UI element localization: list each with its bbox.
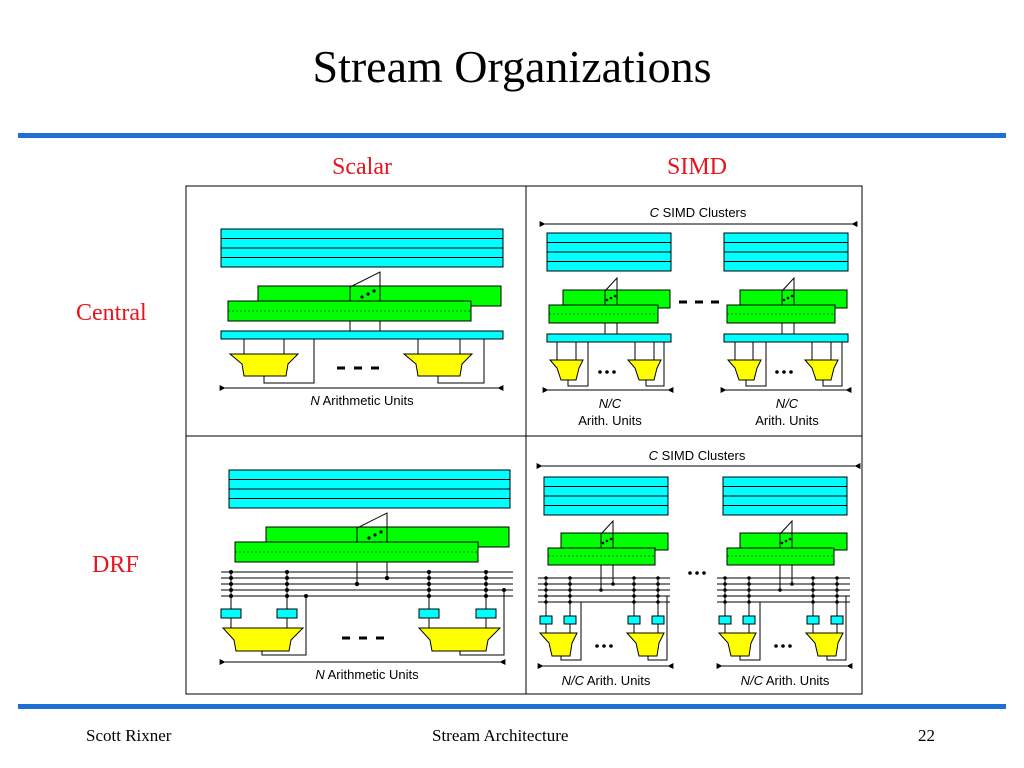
- simd-cluster: N/C Arith. Units: [542, 232, 674, 428]
- register-bar: [723, 333, 849, 343]
- simd-cluster: N/C Arith. Units: [716, 476, 853, 688]
- scalar-drf-panel: N Arithmetic Units: [219, 469, 513, 682]
- distributed-buses: [538, 577, 670, 603]
- switch: [548, 276, 671, 334]
- switch: [547, 519, 669, 592]
- arithmetic-unit: [548, 342, 589, 387]
- switch: [234, 512, 510, 587]
- row-header-central: Central: [76, 300, 147, 326]
- arithmetic-unit: [804, 576, 847, 661]
- simd-cluster: N/C Arith. Units: [720, 232, 852, 428]
- n-arithmetic-units-label: N Arithmetic Units: [310, 393, 414, 408]
- switch: [726, 276, 848, 334]
- switch: [227, 271, 502, 331]
- arithmetic-unit: [402, 339, 485, 384]
- ellipsis-dots: [595, 644, 613, 648]
- arithmetic-unit: [625, 576, 668, 661]
- arith-units-label: Arith. Units: [578, 413, 642, 428]
- distributed-buses: [717, 577, 850, 603]
- arith-units-label: Arith. Units: [755, 413, 819, 428]
- slide-title: Stream Organizations: [312, 41, 712, 92]
- register-file: [723, 232, 849, 272]
- simd-cluster: N/C Arith. Units: [537, 476, 674, 688]
- arithmetic-unit: [726, 342, 767, 387]
- arithmetic-unit: [220, 570, 308, 656]
- register-file: [722, 476, 848, 516]
- footer-page-number: 22: [918, 726, 935, 745]
- bottom-rule: [18, 704, 1006, 709]
- ellipsis-dots: [598, 370, 616, 374]
- arithmetic-unit: [803, 342, 843, 387]
- diagram-frame: [185, 185, 863, 695]
- column-header-scalar: Scalar: [332, 154, 392, 180]
- register-file: [543, 476, 669, 516]
- ellipsis-dots: [688, 571, 706, 575]
- scalar-central-panel: N Arithmetic Units: [219, 228, 504, 408]
- n-arithmetic-units-label: N Arithmetic Units: [315, 667, 419, 682]
- register-file: [220, 228, 504, 268]
- row-header-drf: DRF: [92, 552, 139, 578]
- ellipsis-dots: [774, 644, 792, 648]
- ellipsis-dots: [775, 370, 793, 374]
- c-simd-clusters-label: C SIMD Clusters: [649, 448, 746, 463]
- footer-author: Scott Rixner: [86, 726, 172, 745]
- c-simd-clusters-label: C SIMD Clusters: [650, 205, 747, 220]
- column-header-simd: SIMD: [667, 154, 728, 180]
- top-rule: [18, 133, 1006, 138]
- register-file: [228, 469, 511, 509]
- switch: [726, 519, 848, 592]
- n-over-c-arith-units-label: N/C Arith. Units: [562, 673, 651, 688]
- footer-course: Stream Architecture: [432, 726, 569, 745]
- arithmetic-unit: [717, 576, 761, 661]
- n-over-c-arith-units-label: N/C Arith. Units: [741, 673, 830, 688]
- n-over-c-label: N/C: [776, 396, 799, 411]
- register-bar: [546, 333, 672, 343]
- arithmetic-unit: [626, 342, 665, 387]
- register-bar: [220, 330, 504, 340]
- simd-drf-panel: C SIMD Clusters: [536, 448, 861, 688]
- n-over-c-label: N/C: [599, 396, 622, 411]
- distributed-buses: [221, 571, 513, 597]
- register-file: [546, 232, 672, 272]
- simd-central-panel: C SIMD Clusters: [539, 205, 858, 428]
- arithmetic-unit: [538, 576, 582, 661]
- arithmetic-unit: [417, 570, 506, 656]
- arithmetic-unit: [228, 339, 315, 384]
